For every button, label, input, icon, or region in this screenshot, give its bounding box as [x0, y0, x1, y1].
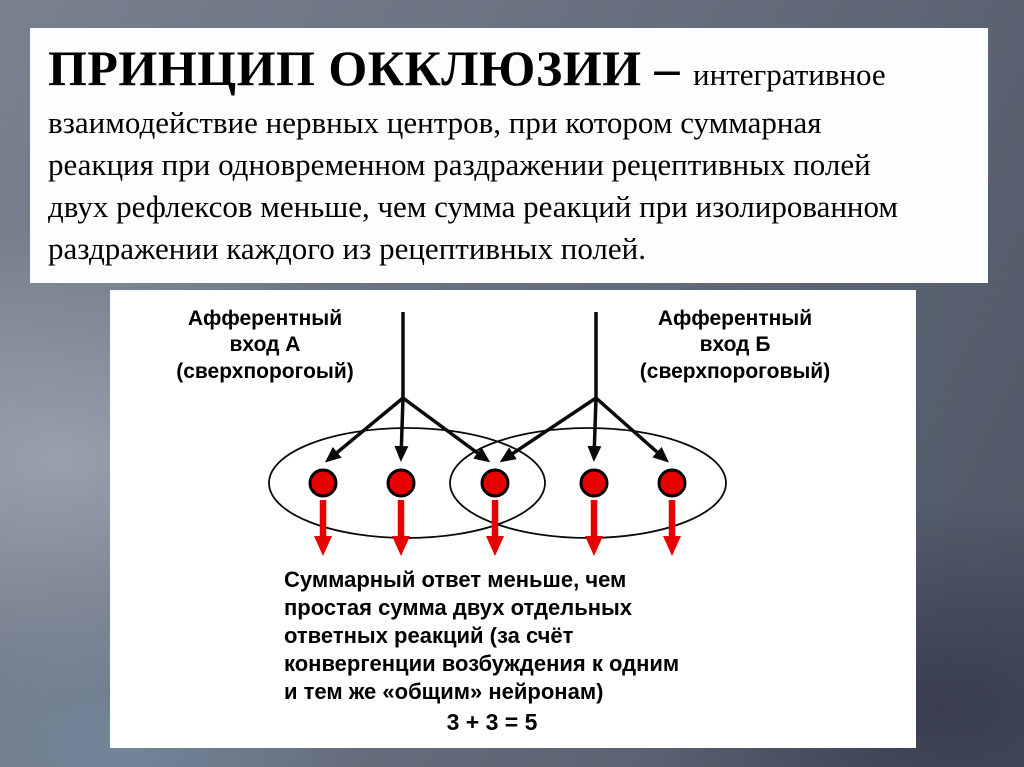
heading-lead: ПРИНЦИП ОККЛЮЗИИ – [48, 40, 694, 96]
input-a-branch-arrow [401, 396, 491, 463]
neuron-row [308, 468, 687, 498]
neuron-circle [579, 468, 609, 498]
input-b-branch-arrow [594, 396, 669, 463]
afferent-input-b-label: Афферентный вход Б (сверхпороговый) [639, 307, 831, 383]
input-a-branch-arrow [324, 396, 405, 463]
neuron-circle-shared [480, 468, 510, 498]
neuron-circle [657, 468, 687, 498]
title-block: ПРИНЦИП ОККЛЮЗИИ – интегративное взаимод… [30, 28, 988, 283]
diagram-panel: Афферентный вход А (сверхпорогоый) Аффер… [110, 290, 916, 748]
afferent-input-a-lines [324, 312, 491, 463]
occlusion-diagram [268, 312, 727, 556]
diagram-caption: Суммарный ответ меньше, чем простая сумм… [284, 567, 680, 704]
neuron-circle [308, 468, 338, 498]
response-arrows [314, 500, 681, 556]
neuron-circle [386, 468, 416, 498]
heading: ПРИНЦИП ОККЛЮЗИИ – интегративное взаимод… [48, 34, 974, 271]
diagram-equation: 3 + 3 = 5 [446, 709, 538, 735]
heading-body: интегративное взаимодействие нервных цен… [48, 57, 899, 267]
afferent-input-a-label: Афферентный вход А (сверхпорогоый) [176, 307, 354, 383]
